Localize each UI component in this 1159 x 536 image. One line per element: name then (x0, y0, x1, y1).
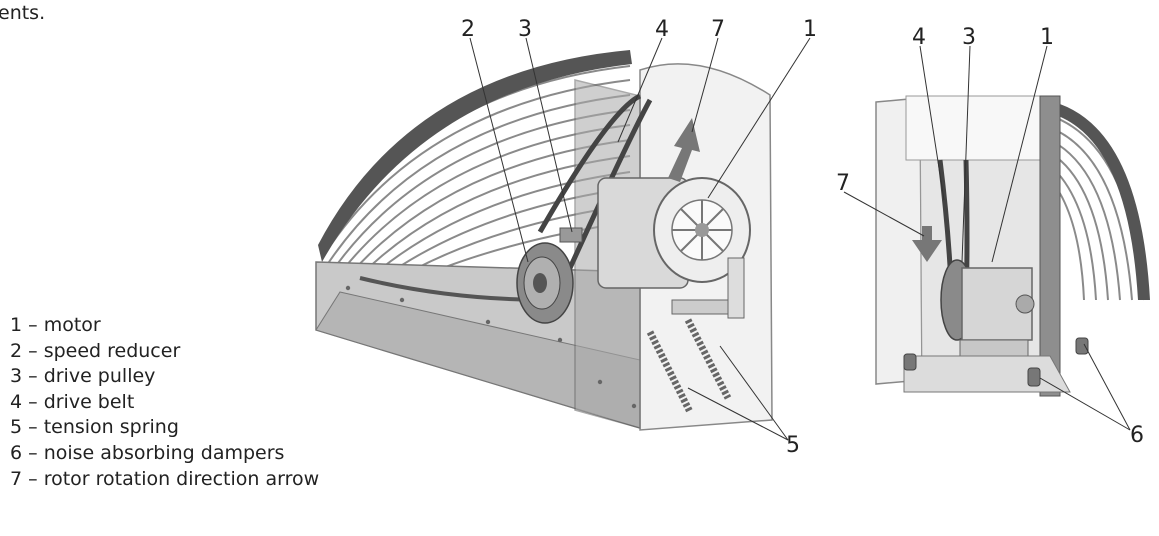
motor-illustration (597, 177, 751, 289)
callouts-right: 4 3 1 7 6 (836, 25, 1144, 448)
rotation-arrow-left (668, 118, 700, 182)
leader-lines (469, 37, 1131, 441)
rotation-arrow-right (912, 226, 942, 262)
legend-item: 2 – speed reducer (10, 339, 181, 362)
fan-rim (318, 50, 632, 262)
callout-7: 7 (711, 17, 725, 42)
reducer-pulley-illustration (516, 227, 583, 324)
callout-right-3: 3 (962, 25, 976, 50)
callout-right-1: 1 (1040, 25, 1054, 50)
callout-1: 1 (803, 17, 817, 42)
drive-belt-shape (537, 93, 653, 292)
legend-item: 1 – motor (10, 314, 101, 336)
legend-item: 7 – rotor rotation direction arrow (10, 467, 320, 490)
callout-right-6: 6 (1130, 423, 1144, 448)
legend-item: 6 – noise absorbing dampers (10, 441, 285, 464)
right-view-illustration (875, 95, 1150, 397)
callout-3: 3 (518, 17, 532, 42)
legend: 1 – motor 2 – speed reducer 3 – drive pu… (10, 313, 319, 492)
callout-4: 4 (655, 17, 669, 42)
callout-right-4: 4 (912, 25, 926, 50)
left-view-illustration (315, 50, 773, 431)
callouts-left: 2 3 4 7 1 5 (461, 17, 817, 458)
callout-5: 5 (786, 433, 800, 458)
legend-item: 3 – drive pulley (10, 365, 156, 388)
callout-right-7: 7 (836, 171, 850, 196)
legend-item: 4 – drive belt (10, 390, 135, 413)
caption-fragment: ents. (0, 2, 46, 24)
noise-dampers-right (903, 337, 1089, 387)
callout-2: 2 (461, 17, 475, 42)
legend-item: 5 – tension spring (10, 416, 179, 439)
